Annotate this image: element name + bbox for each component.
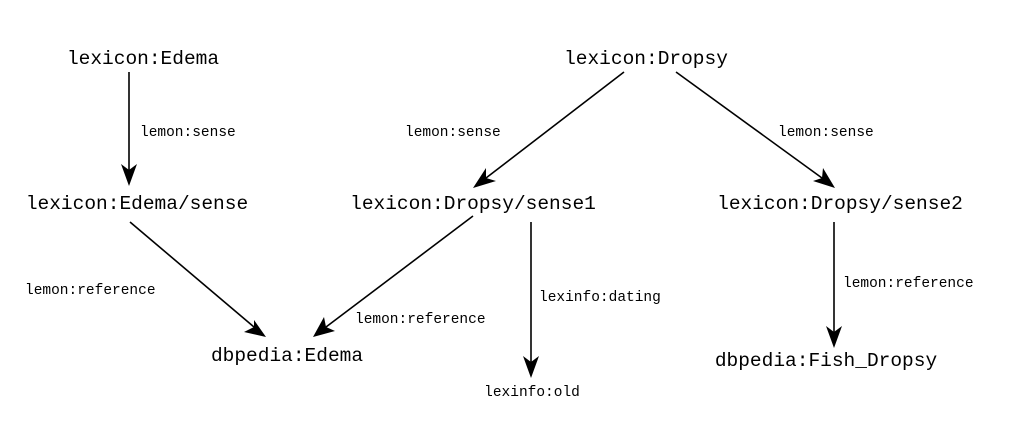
arrowhead-dropsy-sense1: [473, 168, 496, 188]
arrowhead-edema-sense: [121, 164, 137, 186]
node-lexicon-dropsy: lexicon:Dropsy: [564, 48, 728, 70]
edge-dropsy-sense1: [485, 71, 625, 179]
arrowhead-sense2-reference: [826, 326, 842, 348]
edge-label-sense1-reference: lemon:reference: [355, 312, 486, 328]
node-lexicon-dropsy-sense1: lexicon:Dropsy/sense1: [350, 193, 596, 215]
edge-label-edema-sense-reference: lemon:reference: [25, 283, 156, 299]
edge-label-sense1-dating: lexinfo:dating: [539, 290, 661, 306]
edge-label-edema-sense: lemon:sense: [140, 125, 236, 141]
edge-labels: lemon:sense lemon:sense lemon:sense lemo…: [25, 125, 974, 328]
arrowhead-sense1-dating: [523, 356, 539, 378]
arrowhead-sense1-reference: [313, 317, 335, 337]
edge-label-dropsy-sense2: lemon:sense: [778, 125, 874, 141]
arrowheads: [121, 164, 842, 378]
edge-edema-sense-reference: [129, 221, 255, 328]
arrowhead-dropsy-sense2: [813, 168, 835, 188]
node-lexicon-edema-sense: lexicon:Edema/sense: [26, 193, 248, 215]
node-lexicon-dropsy-sense2: lexicon:Dropsy/sense2: [717, 193, 963, 215]
nodes: lexicon:Edema lexicon:Dropsy lexicon:Ede…: [26, 48, 963, 401]
arrowhead-edema-sense-reference: [244, 320, 266, 337]
edge-label-sense2-reference: lemon:reference: [843, 276, 974, 292]
node-lexinfo-old: lexinfo:old: [484, 385, 580, 401]
edge-dropsy-sense2: [675, 71, 823, 179]
node-dbpedia-edema: dbpedia:Edema: [211, 345, 363, 367]
edge-lines: [128, 71, 835, 362]
edge-sense1-reference: [325, 215, 474, 328]
node-lexicon-edema: lexicon:Edema: [67, 48, 219, 70]
node-dbpedia-fish-dropsy: dbpedia:Fish_Dropsy: [715, 350, 938, 372]
edge-label-dropsy-sense1: lemon:sense: [405, 125, 501, 141]
